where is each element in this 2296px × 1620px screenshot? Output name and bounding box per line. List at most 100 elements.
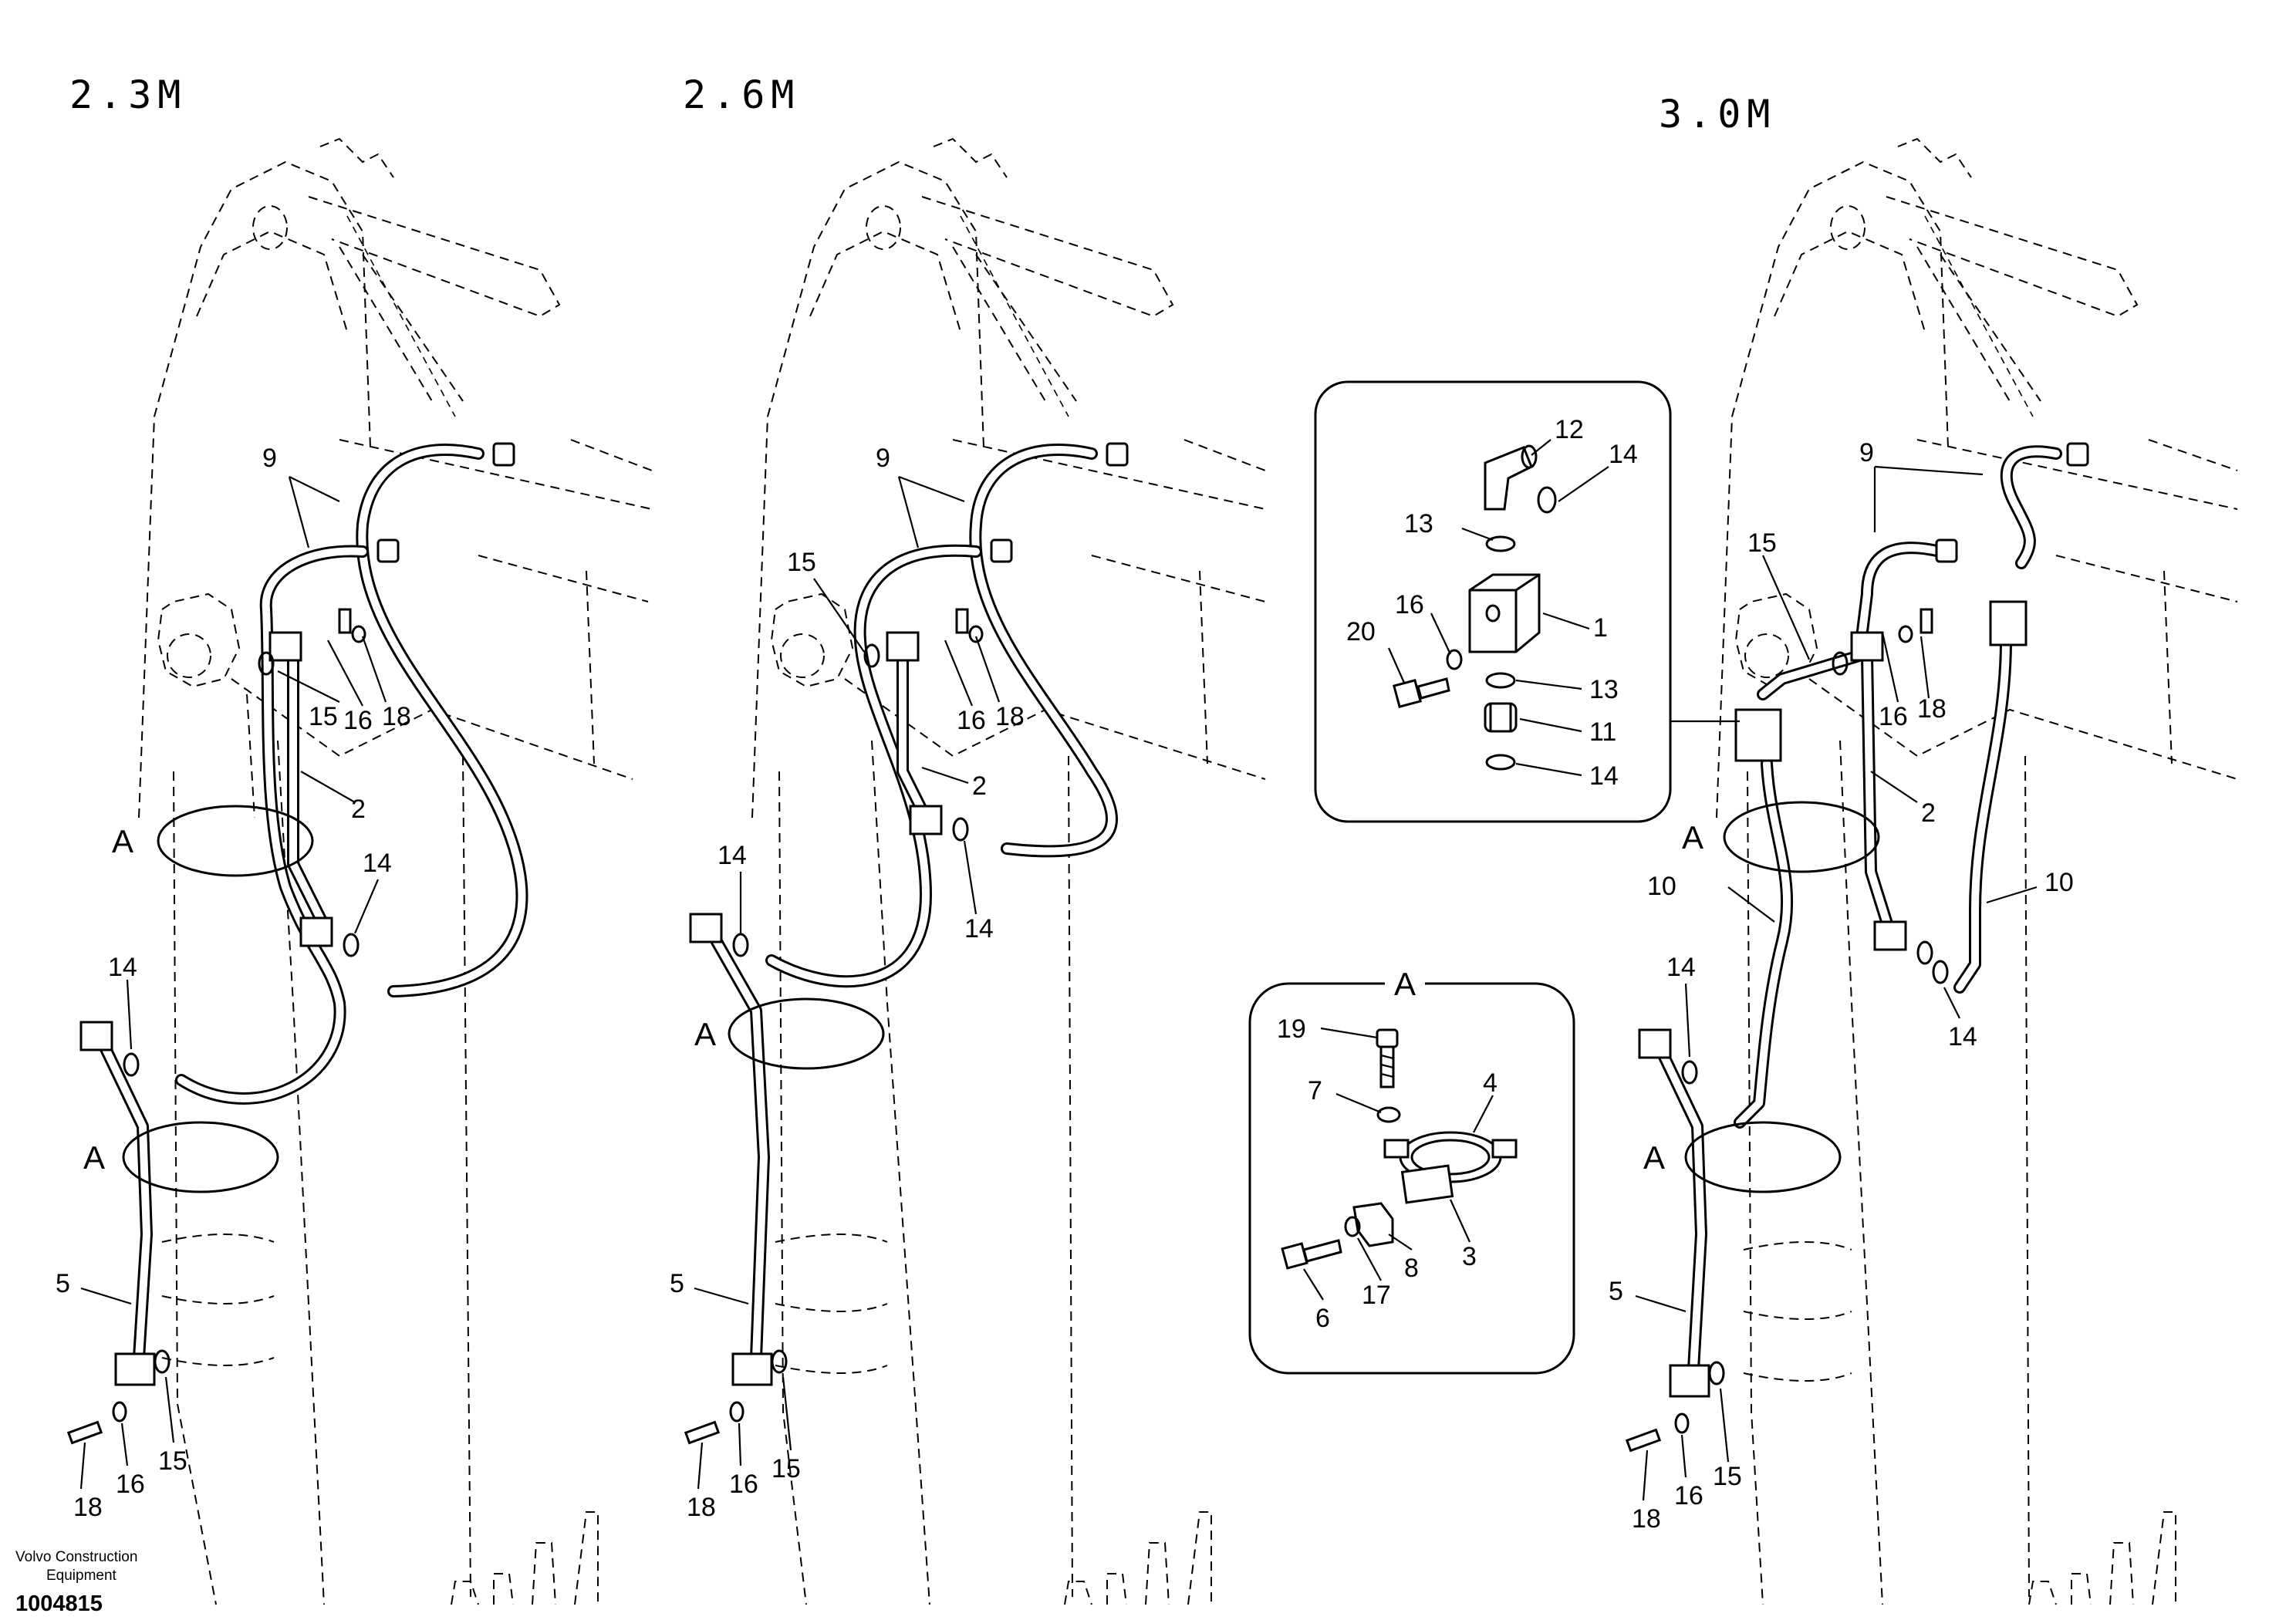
part-labels: 19 4 7 3 8 17 6 xyxy=(1277,1014,1497,1333)
part-label: 4 xyxy=(1483,1068,1497,1098)
part-label: 13 xyxy=(1589,675,1619,704)
company-name-line2: Equipment xyxy=(46,1568,117,1584)
detail-title: A xyxy=(1394,966,1416,1002)
part-label: 20 xyxy=(1346,617,1376,646)
part-label: 8 xyxy=(1404,1254,1419,1283)
part-label: 9 xyxy=(1859,438,1874,467)
part-label: 18 xyxy=(995,702,1025,731)
part-label: 14 xyxy=(363,849,392,878)
part-label: 18 xyxy=(1632,1504,1661,1534)
callout-letter: A xyxy=(694,1016,716,1052)
part-label: 2 xyxy=(972,771,987,801)
detail-title-bg xyxy=(1385,968,1425,999)
part-label: 17 xyxy=(1362,1281,1391,1310)
part-label: 14 xyxy=(964,914,994,943)
hose-10-right xyxy=(1953,634,2012,994)
leader-lines xyxy=(694,475,1001,1490)
part-label: 18 xyxy=(382,702,411,731)
part-label: 14 xyxy=(108,953,137,982)
part-labels: 9 15 16 18 2 A 10 10 14 14 A 5 18 16 15 xyxy=(1609,438,2074,1534)
pipe-5 xyxy=(704,923,770,1364)
part-label: 1 xyxy=(1593,613,1608,643)
pipe-2 xyxy=(287,642,330,932)
pipe-5 xyxy=(1653,1039,1707,1375)
part-label: 18 xyxy=(687,1493,716,1522)
part-label: 16 xyxy=(729,1470,758,1499)
part-label: 9 xyxy=(876,444,890,473)
part-label: 11 xyxy=(1589,717,1616,747)
callout-a-ellipse xyxy=(1684,1121,1842,1193)
hose-9-upper xyxy=(2000,445,2062,569)
part-label: 14 xyxy=(1589,761,1619,791)
callout-letter: A xyxy=(112,823,133,859)
part-labels: 12 14 13 1 16 20 13 11 14 xyxy=(1346,415,1638,791)
part-label: 13 xyxy=(1404,509,1433,538)
part-labels: 9 15 16 18 2 14 14 A 5 18 16 15 xyxy=(670,444,1025,1522)
part-label: 2 xyxy=(1921,798,1936,828)
part-label: 6 xyxy=(1315,1304,1330,1333)
part-label: 9 xyxy=(262,444,277,473)
part-label: 14 xyxy=(1666,953,1696,982)
callout-letter: A xyxy=(1682,819,1703,856)
part-label: 15 xyxy=(1747,528,1777,558)
view-title: 2.6M xyxy=(683,73,800,117)
view-3-0m: 3.0M xyxy=(1609,92,2238,1605)
hose-10-left xyxy=(1734,758,1794,1129)
callout-letter: A xyxy=(1643,1139,1665,1176)
part-label: 16 xyxy=(1674,1481,1703,1510)
part-label: 2 xyxy=(351,795,366,824)
fittings xyxy=(1625,442,2089,1453)
part-labels: 9 15 16 18 2 A 14 14 A 5 18 16 15 xyxy=(56,444,411,1522)
part-label: 14 xyxy=(1609,440,1638,469)
part-label: 16 xyxy=(1395,590,1424,619)
detail-valve-block: 12 14 13 1 16 20 13 11 14 xyxy=(1314,380,1672,823)
part-label: 14 xyxy=(718,841,747,870)
leader-lines xyxy=(1619,465,2038,1501)
view-title: 3.0M xyxy=(1659,92,1776,137)
part-label: 15 xyxy=(309,702,338,731)
part-label: 16 xyxy=(116,1470,145,1499)
view-2-6m: 2.6M xyxy=(670,73,1266,1605)
callout-a-ellipse xyxy=(157,805,314,877)
part-label: 14 xyxy=(1948,1022,1977,1051)
boom-outline xyxy=(751,137,1266,1605)
hose-9-upper xyxy=(356,443,528,997)
part-label: 16 xyxy=(1879,702,1908,731)
fittings xyxy=(684,442,1129,1445)
part-label: 10 xyxy=(1647,872,1676,901)
callout-a-ellipse xyxy=(122,1121,279,1193)
callout-letter: A xyxy=(83,1139,105,1176)
view-title: 2.3M xyxy=(69,73,187,117)
part-label: 5 xyxy=(670,1269,684,1298)
part-label: 19 xyxy=(1277,1014,1306,1044)
part-label: 16 xyxy=(343,706,373,735)
drawing-id: 1004815 xyxy=(15,1591,103,1616)
part-label: 5 xyxy=(1609,1277,1623,1306)
part-label: 18 xyxy=(1917,694,1947,724)
part-label: 15 xyxy=(787,548,816,577)
leader-lines xyxy=(79,476,387,1490)
part-label: 7 xyxy=(1308,1076,1322,1105)
footer: Volvo Construction Equipment 1004815 xyxy=(15,1549,137,1616)
part-label: 12 xyxy=(1555,415,1584,444)
hose-9-upper xyxy=(969,443,1118,858)
part-label: 3 xyxy=(1462,1242,1477,1271)
hose-9-lower xyxy=(1757,542,1947,700)
boom-outline xyxy=(138,137,653,1605)
pipe-2 xyxy=(1861,650,1896,940)
detail-a-clamp: A 19 4 7 3 xyxy=(1248,966,1575,1375)
part-label: 15 xyxy=(772,1454,801,1483)
leader-lines xyxy=(1303,1027,1494,1301)
view-2-3m: 2.3M xyxy=(56,73,653,1605)
hose-9-lower xyxy=(175,545,369,1105)
leader-lines xyxy=(1387,439,1609,777)
boom-outline xyxy=(1716,137,2238,1605)
pipe-5 xyxy=(94,1031,153,1364)
hose-9-lower xyxy=(765,544,982,988)
callout-a-ellipse xyxy=(728,997,885,1070)
callout-a-ellipse xyxy=(1723,801,1880,873)
part-label: 16 xyxy=(957,706,986,735)
part-label: 5 xyxy=(56,1269,70,1298)
part-label: 18 xyxy=(73,1493,103,1522)
